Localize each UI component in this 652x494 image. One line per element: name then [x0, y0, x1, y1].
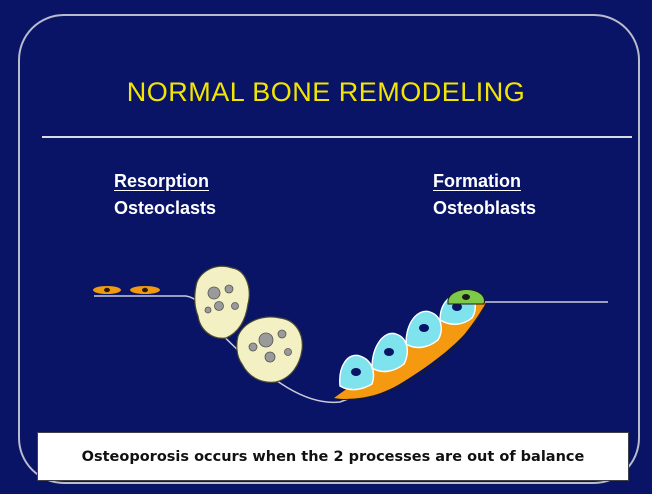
lining-cell-1	[93, 286, 121, 294]
osteoblast-cell-2	[372, 333, 407, 371]
osteoclast-cell-1	[195, 266, 250, 338]
osteoclast-cell-2	[237, 317, 302, 382]
osteoblast-cell-3	[406, 311, 441, 347]
caption-box: Osteoporosis occurs when the 2 processes…	[37, 432, 629, 481]
osteoblast-cell-1	[340, 355, 374, 389]
lining-cell-3	[448, 289, 485, 304]
caption-text: Osteoporosis occurs when the 2 processes…	[82, 449, 585, 465]
lining-cell-2	[130, 286, 160, 294]
